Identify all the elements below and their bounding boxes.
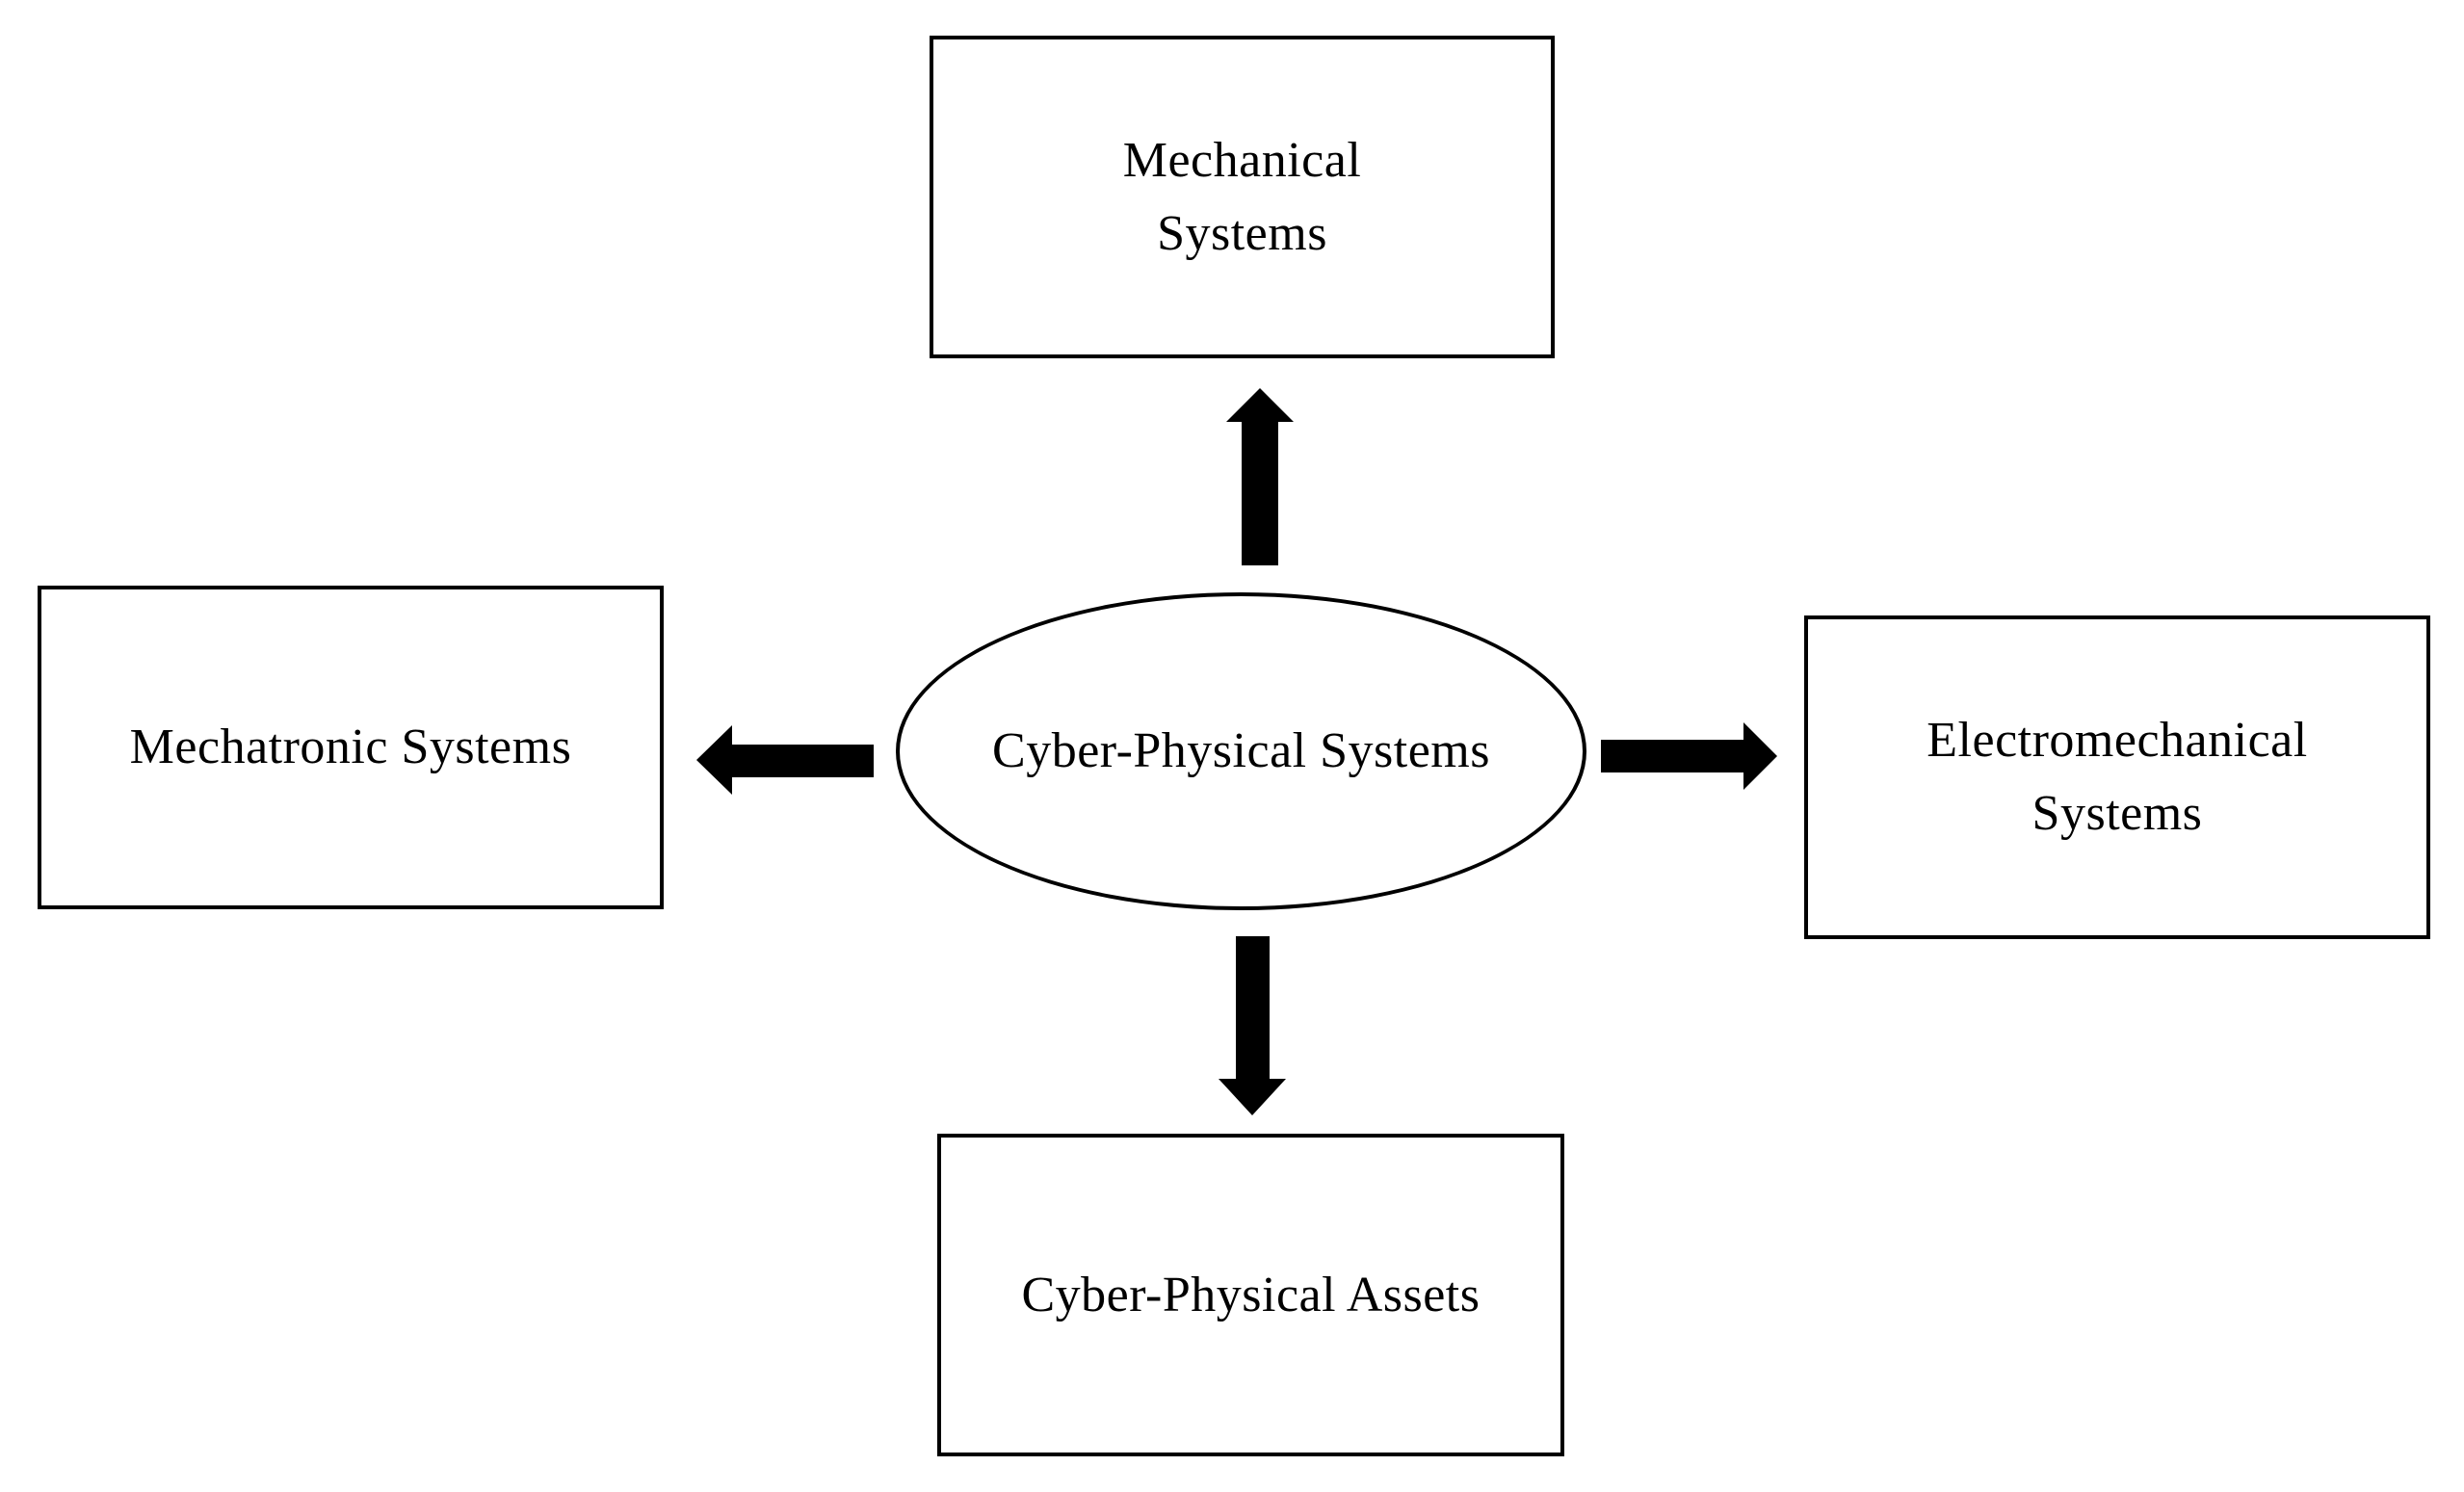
node-cyber-physical-assets-label: Cyber-Physical Assets [1022,1259,1481,1332]
node-mechatronic-systems-label: Mechatronic Systems [130,711,572,784]
label-line: Systems [1157,205,1327,261]
label-line: Systems [2031,786,2203,841]
left-arrow-icon [696,725,874,795]
node-cyber-physical-systems: Cyber-Physical Systems [896,592,1586,910]
node-cyber-physical-assets: Cyber-Physical Assets [937,1134,1564,1456]
up-arrow-icon [1226,388,1294,565]
label-line: Electromechanical [1927,713,2308,768]
down-arrow-icon [1219,936,1286,1115]
node-mechanical-systems: Mechanical Systems [930,36,1555,358]
node-mechanical-systems-label: Mechanical Systems [1123,124,1362,271]
node-electromechanical-systems-label: Electromechanical Systems [1927,704,2307,851]
label-line: Cyber-Physical Systems [992,723,1490,778]
node-electromechanical-systems: Electromechanical Systems [1804,615,2430,939]
right-arrow-icon [1601,722,1777,790]
label-line: Mechanical [1122,132,1362,188]
label-line: Cyber-Physical Assets [1021,1267,1481,1322]
label-line: Mechatronic Systems [129,720,572,774]
node-cyber-physical-systems-label: Cyber-Physical Systems [992,715,1490,788]
node-mechatronic-systems: Mechatronic Systems [38,586,664,909]
